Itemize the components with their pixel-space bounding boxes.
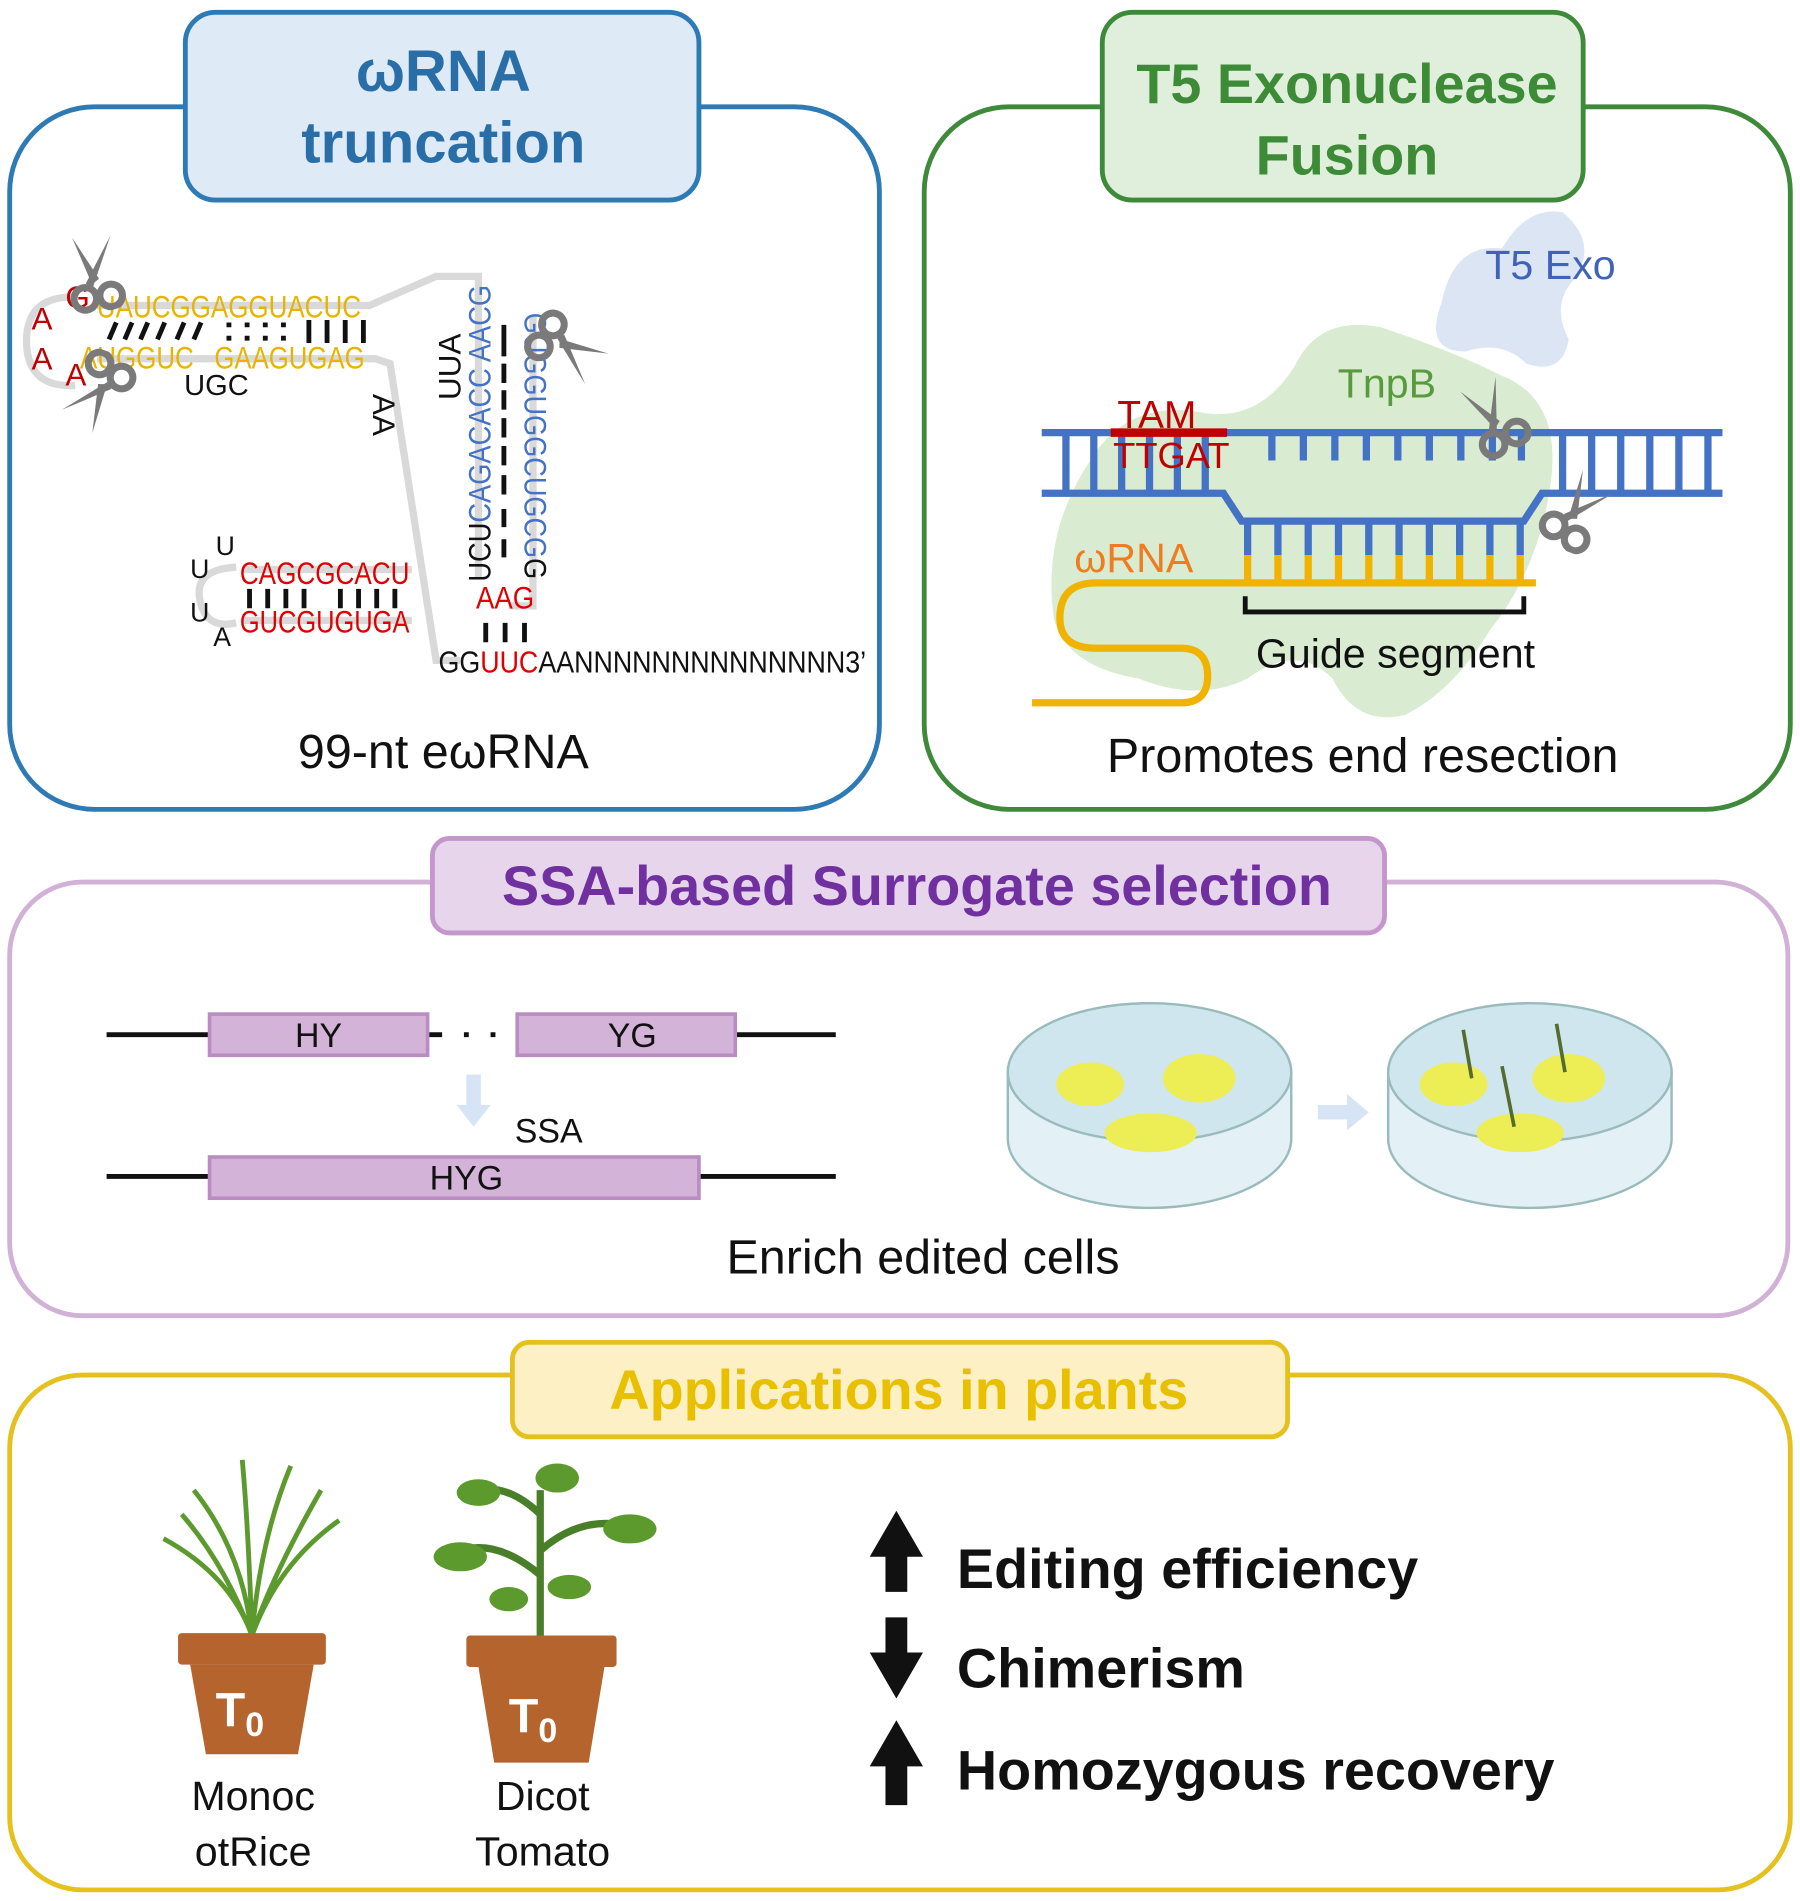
rna-nt: A bbox=[31, 301, 52, 337]
outcome-label: Chimerism bbox=[957, 1638, 1245, 1700]
rna-top-strand: UAUCGGAGGUACUC bbox=[97, 289, 361, 325]
outcome-label: Homozygous recovery bbox=[957, 1739, 1555, 1801]
rna-nt: U bbox=[190, 554, 209, 584]
down-arrow-icon bbox=[869, 1617, 924, 1699]
panel-wrna-truncation: ωRNA truncation A G A A UAUCGGAGGUACUC A… bbox=[7, 9, 882, 812]
plant-name: Monoc bbox=[191, 1773, 315, 1819]
rna-stem-left: UCUCAGACACC AACG bbox=[462, 285, 498, 582]
rna-aag: AAG bbox=[476, 579, 534, 615]
tam-label: TAM bbox=[1117, 394, 1196, 437]
panel-title: Applications in plants bbox=[609, 1359, 1188, 1421]
panel-caption: Enrich edited cells bbox=[726, 1230, 1119, 1284]
tam-sequence: TTGAT bbox=[1113, 435, 1229, 476]
gene-label: HYG bbox=[430, 1160, 503, 1198]
tnpb-label: TnpB bbox=[1338, 361, 1436, 407]
rna-backbone bbox=[23, 272, 537, 665]
wrna-strand bbox=[1032, 555, 1536, 707]
t5-exo-label: T5 Exo bbox=[1485, 242, 1615, 288]
panel-title: truncation bbox=[301, 111, 585, 176]
gene-label: YG bbox=[608, 1017, 657, 1055]
panel-title: T5 Exonuclease bbox=[1136, 53, 1557, 115]
up-arrow-icon bbox=[869, 1510, 924, 1592]
rna-structure: A G A A UAUCGGAGGUACUC AUGGUC GAAGUGAG U… bbox=[31, 279, 866, 680]
panel-t5-fusion: T5 Exonuclease Fusion T5 Exo TnpB TAM TT… bbox=[921, 9, 1793, 812]
panel-title: Fusion bbox=[1256, 125, 1439, 187]
panel-title: ωRNA bbox=[356, 39, 531, 104]
gene-box-hyg bbox=[207, 1155, 701, 1201]
rna-bottom-strand: GAAGUGAG bbox=[214, 339, 364, 375]
rice-plant-icon bbox=[162, 1459, 341, 1755]
up-arrow-icon bbox=[869, 1720, 924, 1806]
rna-nt: A bbox=[65, 356, 86, 392]
gene-box-hy bbox=[207, 1012, 430, 1058]
plant-name: Tomato bbox=[475, 1829, 610, 1875]
plant-name: otRice bbox=[195, 1829, 312, 1875]
guide-bracket bbox=[1242, 596, 1527, 615]
pot-label: T0 bbox=[216, 1683, 264, 1744]
rna-tail: GGUUCAANNNNNNNNNNNNNN3’ bbox=[438, 647, 866, 680]
plant-name: Dicot bbox=[496, 1773, 590, 1819]
tomato-plant-icon bbox=[433, 1463, 657, 1763]
panel-applications: Applications in plants T0 Monoc otRice T… bbox=[7, 1339, 1793, 1893]
rna-lower-top: CAGCGCACU bbox=[240, 555, 410, 591]
rna-nt: A bbox=[213, 622, 231, 652]
wrna-label: ωRNA bbox=[1074, 535, 1194, 581]
right-arrow-icon bbox=[1317, 1094, 1369, 1131]
rna-linker: AA bbox=[366, 394, 402, 436]
pot-label: T0 bbox=[509, 1689, 557, 1750]
petri-dish-icon bbox=[1006, 1001, 1293, 1210]
panel-ssa-selection: SSA-based Surrogate selection HY YG SSA … bbox=[7, 836, 1791, 1319]
guide-segment-label: Guide segment bbox=[1256, 631, 1536, 677]
down-arrow-icon bbox=[456, 1074, 491, 1127]
panel-caption: 99-nt eωRNA bbox=[298, 725, 590, 779]
rna-bottom-strand: AUGGUC bbox=[80, 339, 194, 375]
rna-nt: A bbox=[31, 341, 52, 377]
panel-title: SSA-based Surrogate selection bbox=[502, 855, 1332, 917]
rna-nt: U bbox=[190, 598, 209, 628]
rna-bulge: UGC bbox=[184, 370, 249, 402]
t5-exo-shape bbox=[1436, 211, 1585, 367]
outcome-label: Editing efficiency bbox=[957, 1538, 1418, 1600]
rna-nt: U bbox=[216, 531, 235, 561]
gene-label: HY bbox=[295, 1017, 342, 1055]
gene-box-yg bbox=[515, 1012, 738, 1058]
rna-lower-bottom: GUCGUGUGA bbox=[240, 604, 410, 640]
panel-caption: Promotes end resection bbox=[1107, 729, 1619, 783]
ssa-label: SSA bbox=[515, 1112, 583, 1150]
petri-dish-with-shoots-icon bbox=[1386, 1001, 1673, 1210]
rna-loop: UUA bbox=[431, 333, 467, 399]
